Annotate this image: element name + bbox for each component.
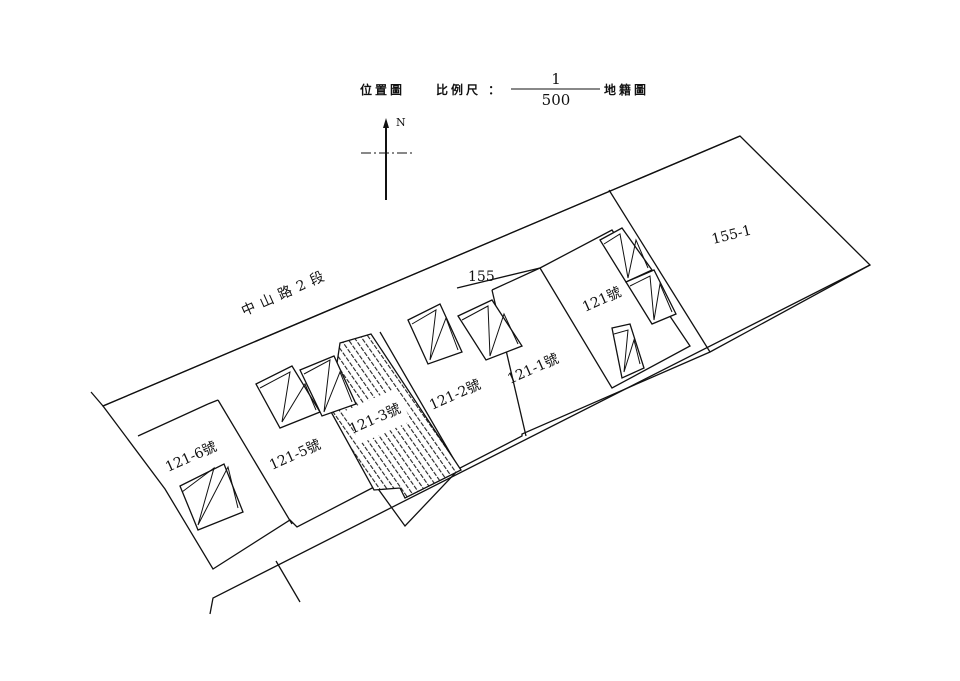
road-lines [90, 135, 871, 615]
parking-stall-121b [625, 269, 677, 325]
unit-121-1-label: 121-1號 [505, 351, 561, 388]
parking-stall-121-6 [179, 463, 244, 531]
unit-121-5-label: 121-5號 [267, 437, 323, 474]
unit-121-2-label: 121-2號 [427, 377, 483, 414]
cadastral-map-title: 地籍圖 [604, 82, 649, 97]
road-name-label: 中山路2段 [239, 266, 332, 319]
parcel-155-1-label: 155-1 [710, 223, 753, 248]
parking-stall-121c [611, 323, 645, 379]
scale-numerator: 1 [551, 70, 561, 88]
parking-stall-121-5b [299, 355, 357, 417]
parcel-boundaries [101, 135, 872, 570]
north-arrow-icon: N [361, 116, 412, 200]
parking-stall-121a [599, 227, 653, 283]
scale-denominator: 500 [542, 91, 571, 109]
parking-stall-121-2b [457, 299, 523, 361]
parking-stalls [179, 227, 677, 531]
map-header: 位置圖 比例尺 ： 1 500 地籍圖 [360, 70, 649, 109]
parking-stall-121-2a [407, 303, 463, 365]
scale-label: 比例尺 ： [436, 82, 503, 97]
north-label: N [396, 116, 406, 129]
parcel-155-label: 155 [468, 269, 495, 285]
unit-121-label: 121號 [580, 284, 624, 315]
unit-121-3-label-bg [345, 388, 411, 444]
location-map-title: 位置圖 [360, 82, 405, 97]
